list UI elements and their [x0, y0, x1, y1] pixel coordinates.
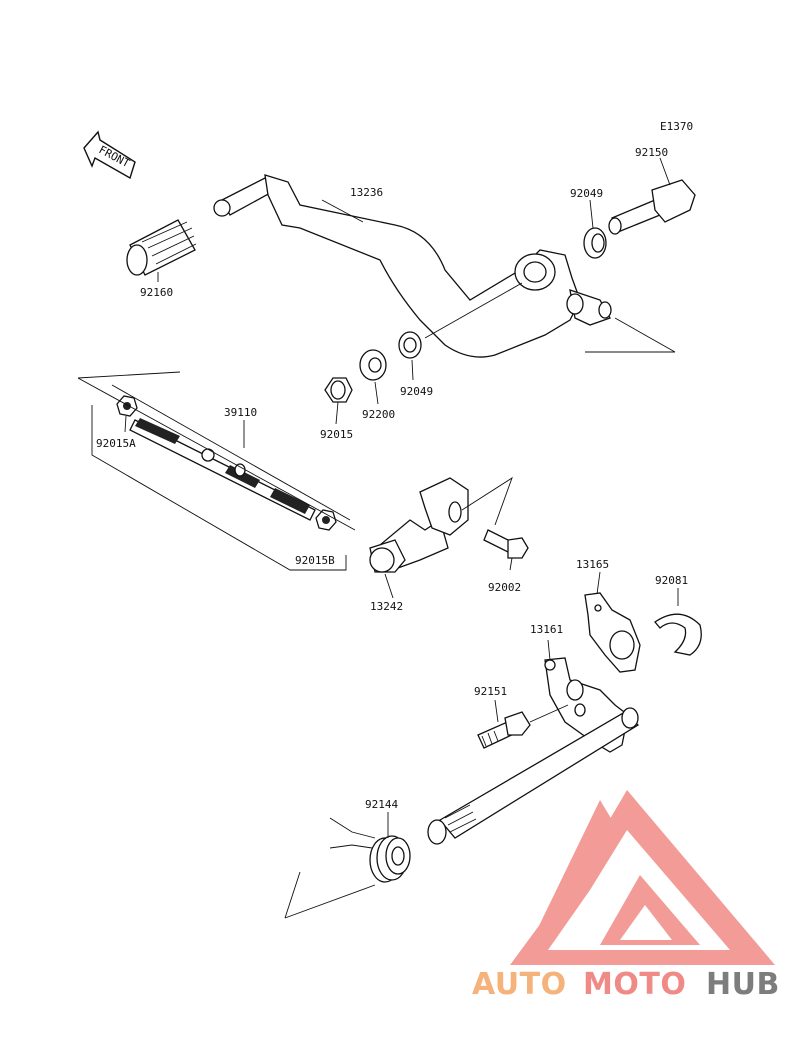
part-label-13236: 13236: [350, 186, 383, 199]
part-label-92144: 92144: [365, 798, 398, 811]
spring-clip: [654, 613, 702, 656]
part-label-92200: 92200: [362, 408, 395, 421]
nut-b: [315, 509, 337, 531]
part-label-13242: 13242: [370, 600, 403, 613]
part-label-92081: 92081: [655, 574, 688, 587]
nut-a: [116, 395, 138, 417]
pivot-bolt: [608, 179, 696, 235]
part-label-39110: 39110: [224, 406, 257, 419]
seal-lower: [398, 331, 422, 359]
watermark-auto: AUTO: [472, 967, 567, 1002]
part-label-13161: 13161: [530, 623, 563, 636]
washer: [359, 349, 387, 381]
part-label-92160: 92160: [140, 286, 173, 299]
cap-nut: [324, 377, 353, 403]
tie-rod: [129, 418, 316, 521]
part-label-13165: 13165: [576, 558, 609, 571]
shift-lever: [369, 477, 469, 573]
shift-plate: [584, 592, 641, 673]
clamp-bolt: [483, 529, 529, 559]
watermark-logo-icon: [510, 790, 775, 965]
stopper-bolt: [477, 711, 531, 749]
pedal-rubber: [126, 219, 197, 276]
return-spring: [329, 817, 411, 883]
part-label-92150: 92150: [635, 146, 668, 159]
part-label-92049-lower: 92049: [400, 385, 433, 398]
watermark-text: AUTO MOTO HUB: [472, 967, 780, 1002]
part-label-92015: 92015: [320, 428, 353, 441]
watermark-hub: HUB: [706, 967, 780, 1002]
part-label-92049-top: 92049: [570, 187, 603, 200]
front-arrow-icon: FRONT: [83, 130, 136, 180]
part-label-92002: 92002: [488, 581, 521, 594]
watermark-moto: MOTO: [583, 967, 686, 1002]
shift-shaft: [427, 657, 640, 845]
shift-pedal: [213, 174, 612, 358]
part-label-92015A: 92015A: [96, 437, 136, 450]
part-label-92151: 92151: [474, 685, 507, 698]
part-label-92015B: 92015B: [295, 554, 335, 567]
diagram-code: E1370: [660, 120, 693, 133]
seal-top: [583, 227, 607, 259]
